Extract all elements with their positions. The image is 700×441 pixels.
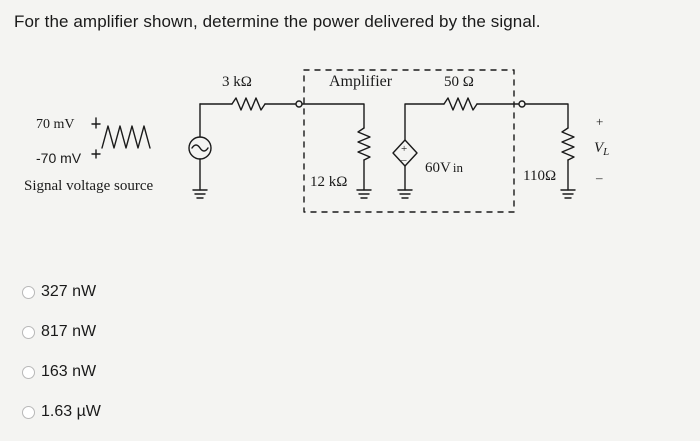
ground-input — [356, 189, 372, 199]
load-resistor-label: 110Ω — [523, 168, 556, 184]
answer-option-4[interactable]: 1.63 µW — [22, 392, 101, 432]
sine-wave-symbol — [101, 125, 151, 149]
dependent-source-plus: + — [401, 143, 407, 155]
output-resistor-label: 50 Ω — [444, 74, 474, 90]
wire-input-top — [301, 103, 365, 129]
input-resistor-label: 12 kΩ — [310, 174, 347, 190]
wire-output-to-load — [524, 103, 569, 129]
radio-button[interactable] — [22, 365, 35, 379]
answer-option-2[interactable]: 817 nW — [22, 312, 101, 352]
wire-dep-top — [404, 103, 445, 141]
dependent-source-minus: – — [400, 154, 407, 166]
answer-option-3[interactable]: 163 nW — [22, 352, 101, 392]
source-level-ticks — [91, 117, 101, 159]
series-resistor-label: 3 kΩ — [222, 74, 252, 90]
answer-option-label: 327 nW — [41, 283, 97, 300]
load-resistor-symbol — [561, 127, 575, 161]
ground-source — [192, 189, 208, 199]
source-max-label: 70 mV — [36, 117, 75, 132]
answer-option-label: 163 nW — [41, 363, 97, 380]
load-minus-sign: – — [595, 170, 603, 185]
ground-load — [560, 189, 576, 199]
load-plus-sign: + — [596, 114, 603, 129]
ac-source-tilde — [191, 144, 209, 152]
source-min-label: -70 mV — [36, 150, 82, 166]
radio-button[interactable] — [22, 285, 35, 299]
answer-options: 327 nW 817 nW 163 nW 1.63 µW — [22, 272, 101, 432]
series-resistor-symbol — [231, 97, 266, 111]
question-text: For the amplifier shown, determine the p… — [14, 12, 541, 31]
answer-option-1[interactable]: 327 nW — [22, 272, 101, 312]
output-terminal — [518, 100, 526, 108]
radio-button[interactable] — [22, 325, 35, 339]
source-caption: Signal voltage source — [24, 178, 153, 194]
radio-button[interactable] — [22, 405, 35, 419]
answer-option-label: 817 nW — [41, 323, 97, 340]
load-voltage-label: VL — [594, 140, 609, 158]
ground-dep — [397, 189, 413, 199]
answer-option-label: 1.63 µW — [41, 403, 101, 420]
amplifier-title: Amplifier — [329, 73, 393, 90]
input-terminal — [295, 100, 303, 108]
input-resistor-symbol — [357, 127, 371, 161]
output-resistor-symbol — [443, 97, 478, 111]
